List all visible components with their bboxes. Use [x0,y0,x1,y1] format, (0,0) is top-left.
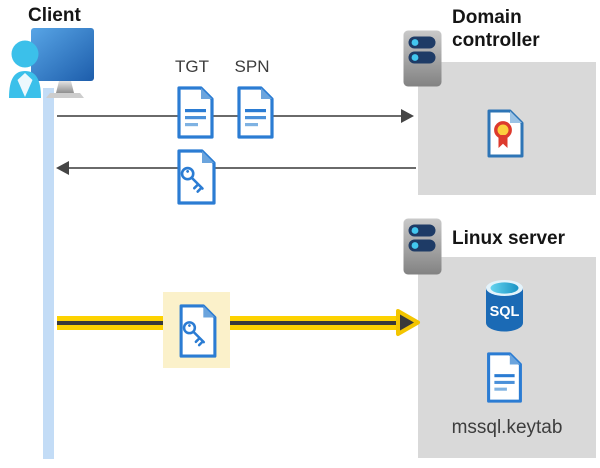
linux-server-icon [403,218,442,275]
arrow-client-to-dc-line [57,115,402,117]
domain-controller-label: Domain controller [452,7,540,51]
tgt-label: TGT [175,57,209,76]
arrow-dc-to-client-line [68,167,416,169]
key-document-icon [177,149,216,205]
spn-document-icon [237,86,274,139]
linux-server-label: Linux server [452,228,565,249]
client-lifeline [43,88,54,459]
sql-text: SQL [490,304,520,320]
spn-label: SPN [234,57,270,76]
client-computer-user-icon [9,28,94,98]
arrow-left-icon [56,161,69,175]
kerberos-key-document-icon [179,304,217,358]
client-label: Client [28,5,81,26]
certificate-icon [487,109,524,158]
yellow-arrow-right-icon [396,309,420,336]
sql-database-icon: SQL [486,280,523,332]
domain-controller-server-icon [403,30,442,87]
arrow-right-icon [401,109,414,123]
tgt-document-icon [177,86,214,139]
keytab-document-icon [487,352,522,403]
keytab-filename-label: mssql.keytab [451,417,563,438]
